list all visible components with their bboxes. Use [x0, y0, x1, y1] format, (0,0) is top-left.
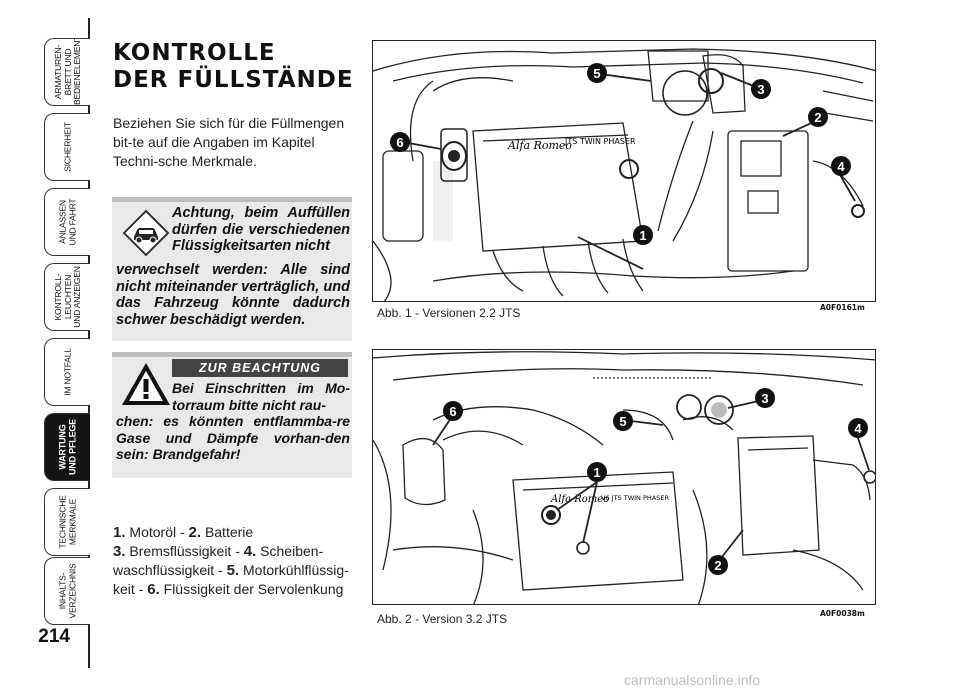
warning-car-text-rest: verwechselt werden: Alle sind nicht mite… — [116, 262, 350, 328]
figure-engine-3-2-jts: Alfa Romeo V6 JTS TWIN PHASER 1 2 3 4 5 … — [372, 349, 876, 605]
engine-logo-2: Alfa Romeo — [550, 494, 609, 505]
marker-1: 1 — [593, 465, 600, 480]
page-title: KONTROLLE DER FÜLLSTÄNDE — [113, 40, 354, 93]
tab-armaturenbrett[interactable]: ARMATUREN- BRETT UND BEDIENELEMENTE — [44, 38, 90, 106]
figure-engine-2-2-jts: Alfa Romeo JTS TWIN PHASER 1 2 3 4 5 6 — [372, 40, 876, 302]
engine-label-2: V6 JTS TWIN PHASER — [601, 494, 669, 502]
figure-code-2: A0F0038m — [820, 609, 865, 618]
warning-triangle-icon — [122, 363, 170, 405]
marker-4: 4 — [854, 421, 862, 436]
engine-bay-drawing-1: Alfa Romeo JTS TWIN PHASER 1 2 3 4 5 6 — [373, 48, 875, 301]
engine-bay-drawing-2: Alfa Romeo V6 JTS TWIN PHASER 1 2 3 4 5 … — [373, 351, 875, 604]
tab-inhaltsverzeichnis[interactable]: INHALTS- VERZEICHNIS — [44, 557, 90, 625]
markers-fig1: 1 2 3 4 5 6 — [390, 63, 851, 245]
engine-label-1: JTS TWIN PHASER — [564, 137, 636, 146]
marker-1: 1 — [639, 228, 646, 243]
warning-box-car: Achtung, beim Auffüllen dürfen die versc… — [112, 197, 352, 341]
marker-3: 3 — [761, 391, 768, 406]
marker-5: 5 — [593, 66, 600, 81]
tab-technische-merkmale[interactable]: TECHNISCHE MERKMALE — [44, 488, 90, 556]
marker-3: 3 — [757, 82, 764, 97]
marker-2: 2 — [714, 558, 721, 573]
zur-beachtung-banner: ZUR BEACHTUNG — [172, 359, 348, 377]
tab-kontrollleuchten[interactable]: KONTROLL- LEUCHTEN UND ANZEIGEN — [44, 263, 90, 331]
figure-code-1: A0F0161m — [820, 303, 865, 312]
marker-6: 6 — [396, 135, 403, 150]
page-number: 214 — [38, 626, 70, 647]
figure-caption-1: Abb. 1 - Versionen 2.2 JTS — [377, 306, 521, 320]
markers-fig2: 1 2 3 4 5 6 — [443, 388, 868, 575]
marker-2: 2 — [814, 110, 821, 125]
tab-sicherheit[interactable]: SICHERHEIT — [44, 113, 90, 181]
warning-car-text-first: Achtung, beim Auffüllen dürfen die versc… — [172, 205, 350, 254]
tab-anlassen[interactable]: ANLASSEN UND FAHRT — [44, 188, 90, 256]
tab-wartung-active[interactable]: WARTUNG UND PFLEGE — [44, 413, 90, 481]
tab-im-notfall[interactable]: IM NOTFALL — [44, 338, 90, 406]
chapter-tabs: ARMATUREN- BRETT UND BEDIENELEMENTE SICH… — [0, 0, 96, 692]
engine-logo-1: Alfa Romeo — [507, 139, 572, 152]
warning-note-text-first: Bei Einschritten im Mo-torraum bitte nic… — [172, 380, 350, 413]
marker-6: 6 — [449, 404, 456, 419]
intro-text: Beziehen Sie sich für die Füllmengen bit… — [113, 115, 345, 169]
figure-caption-2: Abb. 2 - Version 3.2 JTS — [377, 612, 508, 626]
marker-5: 5 — [619, 414, 626, 429]
marker-4: 4 — [837, 159, 845, 174]
warning-box-note: ZUR BEACHTUNG Bei Einschritten im Mo-tor… — [112, 352, 352, 478]
watermark: carmanualsonline.info — [624, 672, 761, 688]
warning-note-text-rest: chen: es könnten entflammba-re Gase und … — [116, 413, 350, 462]
figure-legend: 1. Motoröl - 2. Batterie 3. Bremsflüssig… — [113, 524, 349, 598]
car-warning-icon — [122, 209, 170, 257]
